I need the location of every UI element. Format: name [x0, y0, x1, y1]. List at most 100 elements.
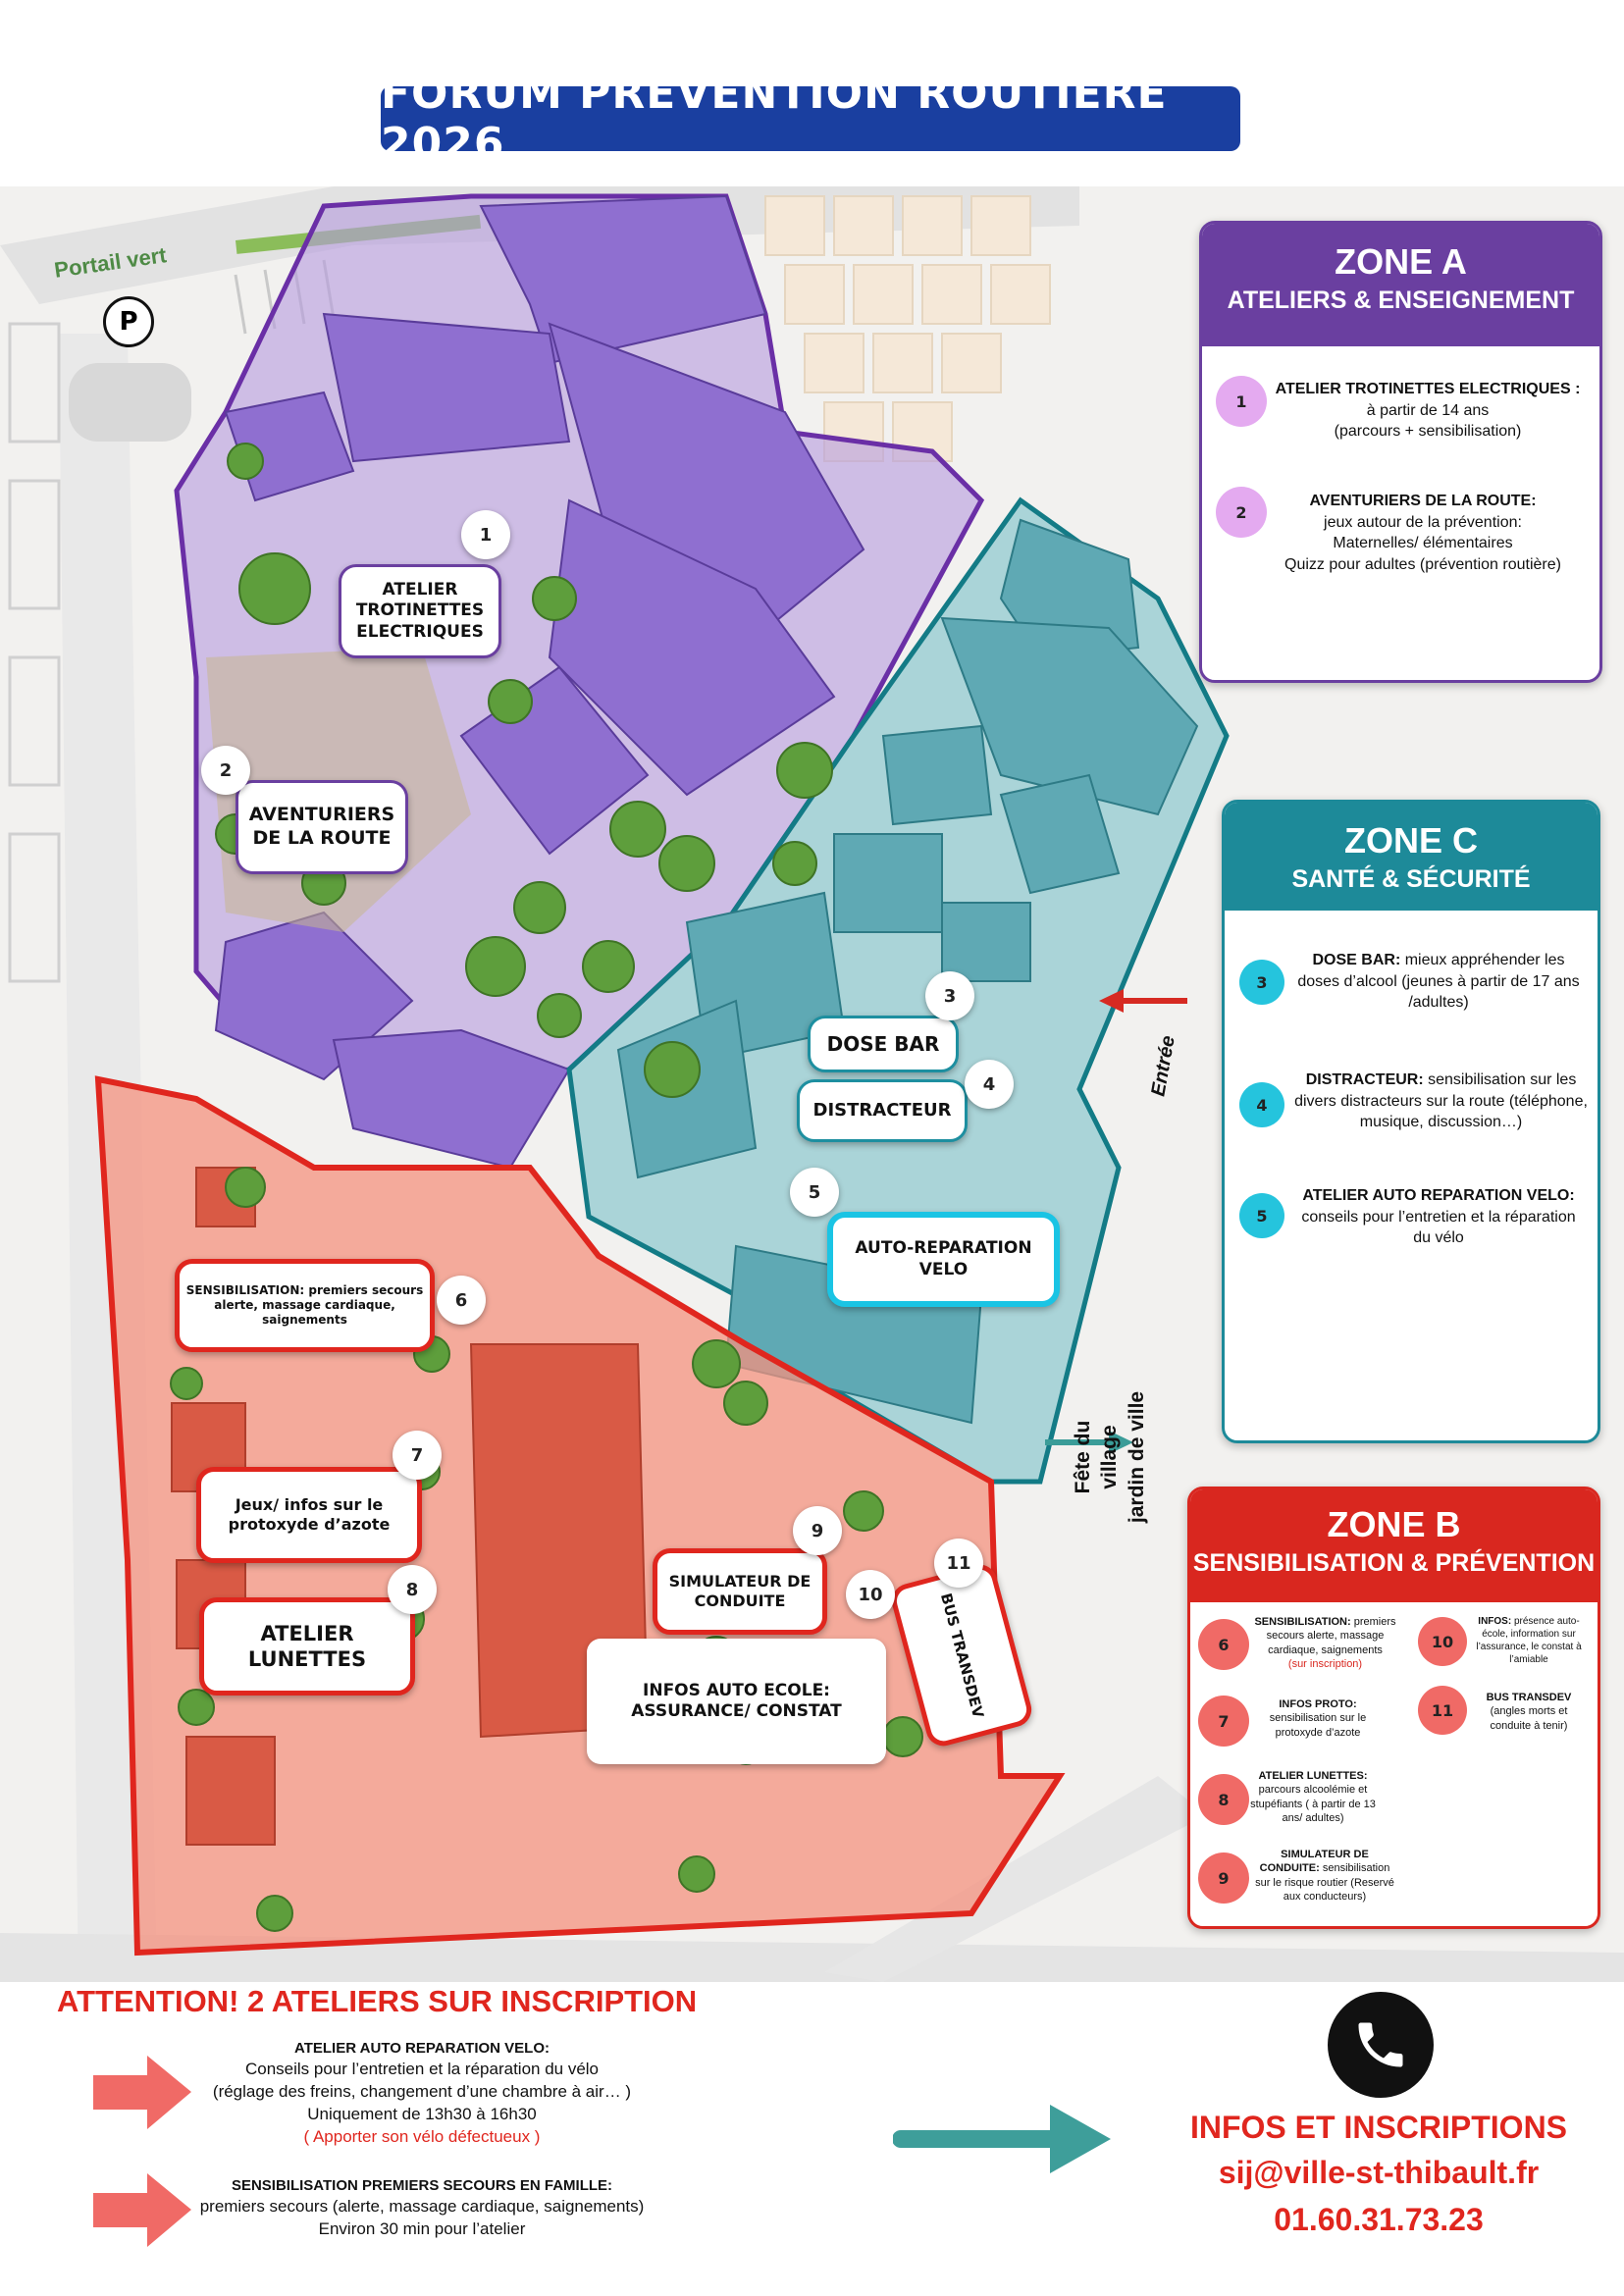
fete-label-line1: Fête du village [1072, 1420, 1122, 1494]
zone-a-item-2-title: AVENTURIERS DE LA ROUTE: [1309, 493, 1537, 509]
zone-b-item-8: ATELIER LUNETTES: parcours alcoolémie et… [1249, 1769, 1377, 1825]
zone-c-header: ZONE C SANTÉ & SÉCURITÉ [1225, 803, 1598, 911]
zone-b-title: ZONE B [1327, 1504, 1461, 1544]
zone-a-dot-1: 1 [1216, 376, 1267, 427]
pin-9: 9 [793, 1506, 842, 1555]
pin-5: 5 [790, 1168, 839, 1217]
zone-c-item-5-title: ATELIER AUTO REPARATION VELO: [1302, 1187, 1575, 1204]
zone-b-item-10-title: INFOS: [1478, 1616, 1512, 1627]
zone-b-item-8-text: parcours alcoolémie et stupéfiants ( à p… [1250, 1784, 1376, 1824]
attention-velo-line1: Conseils pour l’entretien et la réparati… [244, 2060, 600, 2079]
pin-6: 6 [437, 1276, 486, 1325]
attention-velo-line4: ( Apporter son vélo défectueux ) [303, 2127, 541, 2147]
zone-b-item-9-text: sensibilisation sur le risque routier (R… [1255, 1862, 1394, 1903]
contact-email[interactable]: sij@ville-st-thibault.fr [1218, 2155, 1540, 2190]
zone-c-item-3-text: mieux appréhender les doses d’alcool (je… [1297, 952, 1580, 1012]
zone-a-item-2-line3: Maternelles/ élémentaires [1333, 535, 1513, 552]
zone-b-item-9-title: SIMULATEUR DE CONDUITE: [1259, 1849, 1369, 1875]
zone-c-item-3: DOSE BAR: mieux appréhender les doses d’… [1291, 950, 1586, 1014]
attention-block-velo: ATELIER AUTO REPARATION VELO: Conseils p… [177, 2039, 667, 2149]
label-sensibilisation: SENSIBILISATION: premiers secours alerte… [175, 1259, 435, 1352]
zone-b-dot-11: 11 [1418, 1686, 1467, 1735]
zone-c-item-4-text: sensibilisation sur les divers distracte… [1294, 1071, 1588, 1131]
zone-c-item-5: ATELIER AUTO REPARATION VELO: conseils p… [1291, 1185, 1586, 1249]
zone-b-item-7: INFOS PROTO: sensibilisation sur le prot… [1254, 1697, 1382, 1740]
pin-8: 8 [388, 1565, 437, 1614]
zone-a-item-1-title: ATELIER TROTINETTES ELECTRIQUES : [1275, 381, 1581, 397]
pin-3: 3 [925, 971, 974, 1020]
zone-b-item-7-title: INFOS PROTO: [1279, 1698, 1357, 1710]
zone-a-item-2: AVENTURIERS DE LA ROUTE: jeux autour de … [1251, 491, 1595, 575]
zone-b-item-9: SIMULATEUR DE CONDUITE: sensibilisation … [1251, 1848, 1398, 1904]
attention-secours-title: SENSIBILISATION PREMIERS SECOURS EN FAMI… [231, 2177, 613, 2194]
zone-c-item-3-title: DOSE BAR: [1312, 952, 1401, 968]
zone-b-item-6-note: (sur inscription) [1287, 1657, 1363, 1670]
zone-b-dot-10: 10 [1418, 1617, 1467, 1666]
page-title: FORUM PREVENTION ROUTIERE 2026 [381, 69, 1240, 169]
fete-label-line2: jardin de ville [1125, 1390, 1148, 1524]
zone-b-item-10-text: présence auto-école, information sur l’a… [1476, 1616, 1582, 1665]
zone-b-card: ZONE B SENSIBILISATION & PRÉVENTION 6 SE… [1187, 1487, 1600, 1929]
label-atelier-trotinettes: ATELIER TROTINETTES ELECTRIQUES [339, 564, 501, 658]
zone-b-header: ZONE B SENSIBILISATION & PRÉVENTION [1190, 1489, 1598, 1602]
label-infos-auto-ecole: INFOS AUTO ECOLE: ASSURANCE/ CONSTAT [587, 1639, 886, 1764]
label-aventuriers: AVENTURIERS DE LA ROUTE [236, 780, 408, 874]
zone-b-item-6-text: premiers secours alerte, massage cardiaq… [1266, 1616, 1396, 1656]
zone-a-item-1-line3: (parcours + sensibilisation) [1334, 423, 1522, 441]
phone-icon [1328, 1992, 1434, 2098]
contact-phone[interactable]: 01.60.31.73.23 [1274, 2202, 1484, 2237]
zone-c-dot-4: 4 [1239, 1082, 1284, 1127]
zone-c-subtitle: SANTÉ & SÉCURITÉ [1291, 865, 1531, 893]
attention-heading: ATTENTION! 2 ATELIERS SUR INSCRIPTION [57, 1984, 698, 2018]
parking-icon: P [103, 296, 154, 347]
label-simulateur: SIMULATEUR DE CONDUITE [653, 1548, 827, 1635]
contact-heading: INFOS ET INSCRIPTIONS [1189, 2110, 1568, 2145]
zone-b-subtitle: SENSIBILISATION & PRÉVENTION [1192, 1549, 1596, 1577]
attention-velo-line3: Uniquement de 13h30 à 16h30 [307, 2105, 537, 2124]
zone-a-dot-2: 2 [1216, 487, 1267, 538]
site-map: Portail vert P Entrée Fête du village ja… [0, 186, 1624, 2002]
zone-b-dot-8: 8 [1198, 1774, 1249, 1825]
pin-2: 2 [201, 746, 250, 795]
zone-b-item-10: INFOS: présence auto-école, information … [1470, 1615, 1588, 1666]
zone-c-item-4: DISTRACTEUR: sensibilisation sur les div… [1291, 1070, 1591, 1133]
zone-b-item-8-title: ATELIER LUNETTES: [1258, 1770, 1368, 1782]
zone-b-item-7-text: sensibilisation sur le protoxyde d’azote [1269, 1712, 1367, 1739]
zone-c-dot-3: 3 [1239, 960, 1284, 1005]
zone-a-header: ZONE A ATELIERS & ENSEIGNEMENT [1202, 224, 1599, 346]
pin-7: 7 [393, 1431, 442, 1480]
label-dose-bar: DOSE BAR [808, 1016, 959, 1072]
attention-velo-line2: (réglage des freins, changement d’une ch… [212, 2082, 632, 2102]
zone-a-subtitle: ATELIERS & ENSEIGNEMENT [1227, 287, 1575, 314]
zone-a-item-1: ATELIER TROTINETTES ELECTRIQUES : à part… [1271, 379, 1585, 443]
label-auto-reparation: AUTO-REPARATION VELO [827, 1212, 1060, 1307]
attention-velo-title: ATELIER AUTO REPARATION VELO: [293, 2040, 550, 2057]
zone-a-item-1-line2: à partir de 14 ans [1366, 401, 1490, 419]
zone-c-item-4-title: DISTRACTEUR: [1305, 1071, 1424, 1088]
attention-secours-line2: Environ 30 min pour l’atelier [318, 2219, 526, 2239]
arrow-right-icon [893, 2105, 1111, 2173]
zone-b-dot-9: 9 [1198, 1852, 1249, 1904]
zone-c-dot-5: 5 [1239, 1193, 1284, 1238]
label-atelier-lunettes: ATELIER LUNETTES [199, 1597, 415, 1696]
pin-1: 1 [461, 510, 510, 559]
label-jeux-proto: Jeux/ infos sur le protoxyde d’azote [196, 1467, 422, 1563]
attention-secours-line1: premiers secours (alerte, massage cardia… [199, 2197, 645, 2217]
zone-a-card: ZONE A ATELIERS & ENSEIGNEMENT 1 ATELIER… [1199, 221, 1602, 683]
pin-4: 4 [965, 1060, 1014, 1109]
zone-b-item-6: SENSIBILISATION: premiers secours alerte… [1249, 1615, 1401, 1671]
phone-glyph [1358, 2022, 1403, 2067]
parking-letter: P [119, 307, 138, 337]
zone-a-title: ZONE A [1335, 241, 1467, 282]
attention-block-secours: SENSIBILISATION PREMIERS SECOURS EN FAMI… [177, 2176, 667, 2241]
zone-a-item-2-line2: jeux autour de la prévention: [1324, 513, 1522, 531]
zone-b-item-11: BUS TRANSDEV (angles morts et conduite à… [1470, 1691, 1588, 1733]
zone-c-title: ZONE C [1343, 820, 1478, 861]
zone-c-card: ZONE C SANTÉ & SÉCURITÉ 3 DOSE BAR: mieu… [1222, 800, 1600, 1443]
arrow-right-icon [93, 2173, 191, 2247]
zone-b-item-11-title: BUS TRANSDEV [1486, 1692, 1572, 1703]
arrow-right-icon [93, 2056, 191, 2129]
pin-11: 11 [934, 1539, 983, 1588]
zone-b-item-6-title: SENSIBILISATION: [1254, 1616, 1351, 1628]
pin-10: 10 [846, 1570, 895, 1619]
